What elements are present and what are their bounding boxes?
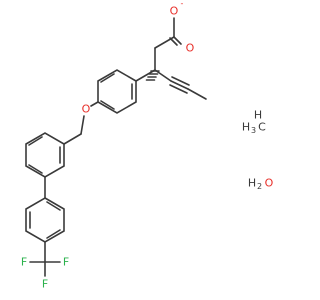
methane-h-left-label: H [242,121,250,134]
oxygen-to-ch2-bond [80,115,85,135]
ether-oxygen-label: O [82,103,91,116]
water-h-label: H [248,177,256,190]
cf3-bonds [29,261,61,277]
chiral-to-ring-bond [135,69,156,82]
water-subscript-label: 2 [257,182,262,191]
phenyl-ring-2 [25,132,65,178]
methane-fragment: H H 3 C [242,109,266,136]
carboxylate-oxygen-label: O [170,5,179,18]
carbonyl-oxygen-label: O [186,42,195,55]
phenyl-ring-1 [97,69,137,114]
water-fragment: H 2 O [248,177,274,192]
methane-h-top-label: H [254,109,262,122]
ch2-to-ring2-bond [63,133,82,145]
fluorine-right-label: F [63,256,69,269]
molecule-structure: O - O O [21,0,274,291]
methane-carbon-label: C [258,121,266,134]
fluorine-left-label: F [21,256,27,269]
ring1-to-oxygen-bond [90,101,99,107]
carboxylate-charge-label: - [181,0,184,8]
fluorine-bottom-label: F [42,278,48,291]
water-oxygen-label: O [265,177,274,190]
phenyl-ring-3 [25,197,65,243]
carboxylate-group [154,17,182,71]
methane-subscript-label: 3 [251,126,256,135]
alkyne-chain [154,69,207,100]
